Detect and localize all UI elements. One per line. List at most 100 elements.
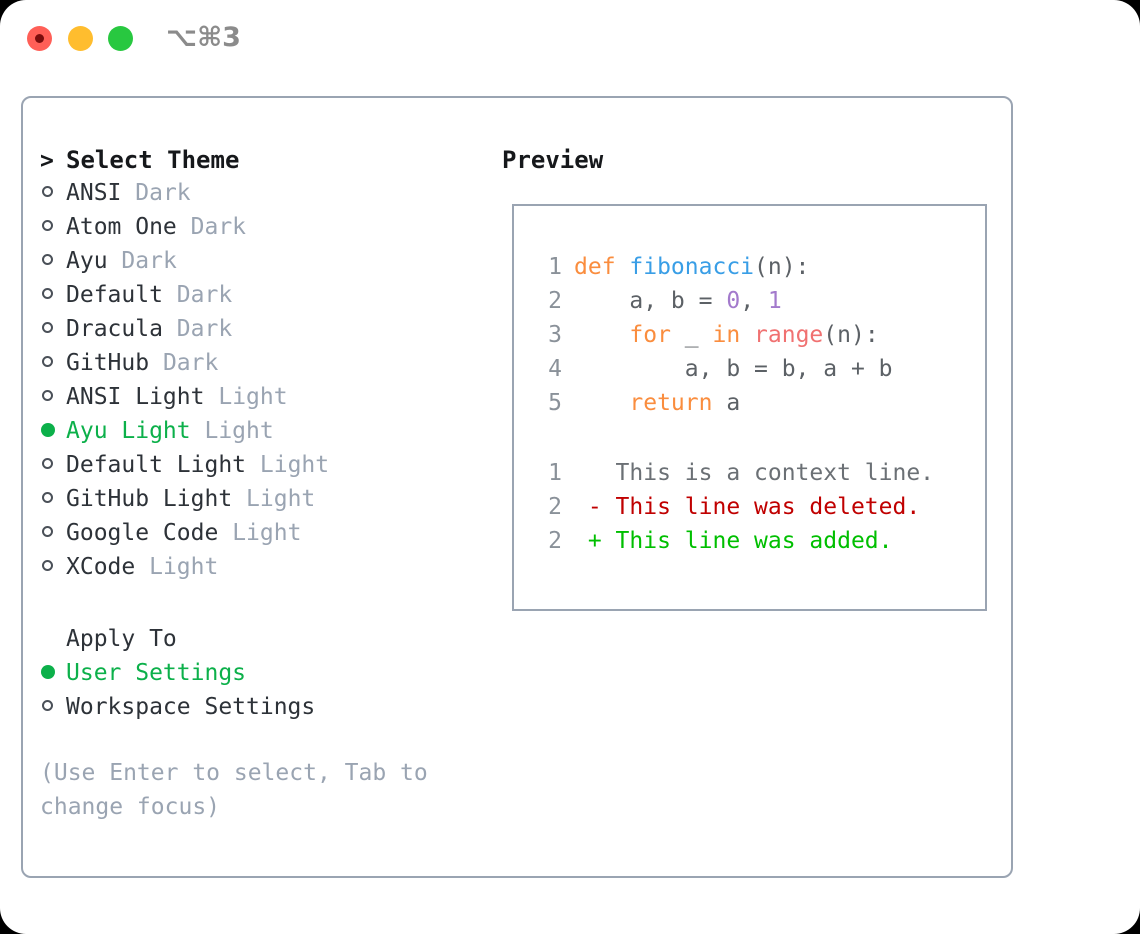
code-line-content: a, b = b, a + b <box>574 352 893 386</box>
code-line-number: 4 <box>548 356 562 382</box>
apply-to-option-name: User Settings <box>66 660 247 686</box>
close-window-button[interactable] <box>27 26 52 51</box>
apply-to-option-row[interactable]: User Settings <box>40 660 500 694</box>
diff-line-content: + This line was added. <box>574 528 893 554</box>
theme-option-variant: Dark <box>176 316 233 342</box>
theme-option-name: Ayu <box>66 248 108 274</box>
theme-option-name: ANSI <box>66 180 122 206</box>
code-token-punct: (n): <box>754 254 810 280</box>
theme-option-row[interactable]: Dracula Dark <box>40 316 500 350</box>
theme-option-row[interactable]: XCode Light <box>40 554 500 588</box>
code-token-num: 0 <box>726 288 741 314</box>
code-token-plain: a, b = b, a + b <box>574 356 893 382</box>
window-title: ⌥⌘3 <box>166 22 241 53</box>
code-line-number: 1 <box>548 254 562 280</box>
theme-option-name: GitHub Light <box>66 486 233 512</box>
theme-option-name: Default Light <box>66 452 247 478</box>
code-token-kw: return <box>629 390 713 416</box>
code-line-content: a, b = 0, 1 <box>574 284 782 318</box>
theme-option-name: Ayu Light <box>66 418 191 444</box>
apply-to-option-name: Workspace Settings <box>66 694 316 720</box>
diff-line-content: This is a context line. <box>574 460 935 486</box>
code-token-punct: (n): <box>823 322 879 348</box>
theme-option-variant: Light <box>149 554 219 580</box>
theme-option-variant: Dark <box>121 248 177 274</box>
code-token-plain: a, b = <box>574 288 727 314</box>
code-token-kw: for <box>629 322 671 348</box>
theme-option-row[interactable]: ANSI Dark <box>40 180 500 214</box>
theme-option-row[interactable]: Ayu Dark <box>40 248 500 282</box>
theme-option-name: XCode <box>66 554 136 580</box>
select-theme-heading: > Select Theme <box>40 146 500 180</box>
apply-to-label: Apply To <box>66 626 177 652</box>
theme-option-row[interactable]: Default Light Light <box>40 452 500 486</box>
theme-option-variant: Dark <box>190 214 247 240</box>
theme-option-row[interactable]: ANSI Light Light <box>40 384 500 418</box>
caret-icon: > <box>40 148 54 174</box>
code-token-fn: fibonacci <box>629 254 755 280</box>
code-token-kw: def <box>574 254 630 280</box>
code-token-plain <box>574 390 629 416</box>
diff-line-content: - This line was deleted. <box>574 494 921 520</box>
code-line-content: for _ in range(n): <box>574 318 879 352</box>
diff-line: 1 This is a context line. <box>524 456 934 490</box>
minimize-window-button[interactable] <box>68 26 93 51</box>
theme-option-row[interactable]: Ayu Light Light <box>40 418 500 452</box>
theme-option-variant: Light <box>218 384 288 410</box>
theme-option-name: Dracula <box>66 316 163 342</box>
diff-preview: 1 This is a context line. 2 - This line w… <box>524 456 934 558</box>
theme-option-row[interactable]: Default Dark <box>40 282 500 316</box>
theme-option-name: Google Code <box>66 520 219 546</box>
theme-option-variant: Dark <box>135 180 191 206</box>
theme-option-name: Default <box>66 282 163 308</box>
theme-option-name: GitHub <box>66 350 150 376</box>
code-token-num: 1 <box>767 288 782 314</box>
theme-option-row[interactable]: GitHub Dark <box>40 350 500 384</box>
theme-option-row[interactable]: Atom One Dark <box>40 214 500 248</box>
theme-option-variant: Light <box>204 418 274 444</box>
code-line-number: 5 <box>548 390 562 416</box>
diff-line: 2 + This line was added. <box>524 524 934 558</box>
code-token-call: range <box>754 322 824 348</box>
code-token-plain: _ <box>670 322 713 348</box>
select-theme-heading-label: Select Theme <box>66 146 240 174</box>
code-line: 5 return a <box>524 386 893 420</box>
code-token-plain: , <box>740 288 768 314</box>
title-bar: ⌥⌘3 <box>0 0 1140 78</box>
code-token-plain: a <box>712 390 741 416</box>
code-token-kw: in <box>712 322 741 348</box>
code-line: 2 a, b = 0, 1 <box>524 284 893 318</box>
code-line-content: return a <box>574 386 740 420</box>
theme-option-row[interactable]: GitHub Light Light <box>40 486 500 520</box>
maximize-window-button[interactable] <box>108 26 133 51</box>
theme-option-variant: Dark <box>162 350 219 376</box>
preview-heading: Preview <box>502 146 604 174</box>
theme-option-name: Atom One <box>66 214 177 240</box>
diff-line-number: 2 <box>548 528 562 554</box>
apply-to-heading: Apply To <box>40 626 500 660</box>
code-line-number: 3 <box>548 322 562 348</box>
code-line-content: def fibonacci(n): <box>574 250 809 284</box>
code-line-number: 2 <box>548 288 562 314</box>
code-line: 1 def fibonacci(n): <box>524 250 893 284</box>
theme-option-name: ANSI Light <box>66 384 205 410</box>
theme-option-variant: Dark <box>176 282 233 308</box>
theme-option-row[interactable]: Google Code Light <box>40 520 500 554</box>
diff-line-number: 2 <box>548 494 562 520</box>
code-token-plain <box>574 322 629 348</box>
code-line: 3 for _ in range(n): <box>524 318 893 352</box>
apply-to-option-row[interactable]: Workspace Settings <box>40 694 500 728</box>
keyboard-hint: (Use Enter to select, Tab to change focu… <box>40 760 442 820</box>
theme-option-variant: Light <box>232 520 302 546</box>
theme-option-variant: Light <box>246 486 316 512</box>
code-line: 4 a, b = b, a + b <box>524 352 893 386</box>
code-token-plain <box>740 322 754 348</box>
